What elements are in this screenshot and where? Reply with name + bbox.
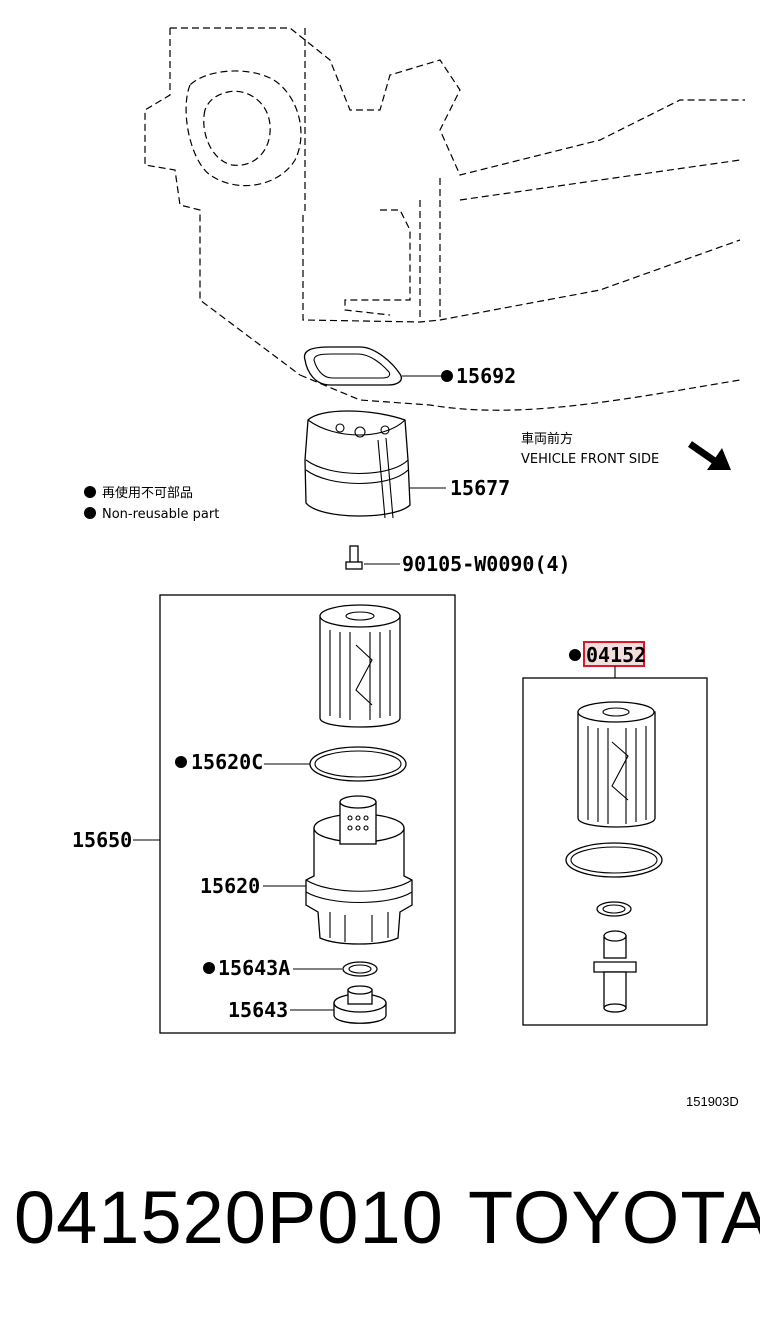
legend-japanese: 再使用不可部品 [102,485,193,501]
label-04152[interactable]: 04152 [586,643,646,667]
label-15620c[interactable]: 15620C [191,750,263,774]
label-15650[interactable]: 15650 [72,828,132,852]
oil-pan-gasket-part [303,346,453,386]
kit-small-o-ring-part [596,901,632,917]
label-90105-w0090[interactable]: 90105-W0090(4) [402,552,571,576]
parts-diagram: 15692 15677 90105-W0090(4) 車両前方 VEHICLE … [72,27,745,1109]
label-15692[interactable]: 15692 [456,364,516,388]
drain-plug-gasket-part [342,961,378,977]
filter-o-ring-part [309,746,407,782]
non-reusable-dot [203,962,215,974]
legend-english: Non-reusable part [102,507,219,522]
footer-caption: 041520P010 TOYOTA [0,1175,760,1295]
label-15643a[interactable]: 15643A [218,956,290,980]
part-number-highlight [583,641,645,667]
oil-filter-adapter-part [304,410,446,519]
bolt-part [345,545,400,570]
non-reusable-dot [569,649,581,661]
front-direction-japanese: 車両前方 [521,431,573,447]
brand-name: TOYOTA [468,1176,760,1259]
filter-assembly-frame [159,594,456,1034]
non-reusable-dot [175,756,187,768]
kit-drain-valve-part [593,930,637,1013]
legend: 再使用不可部品 Non-reusable part [84,485,219,522]
part-number: 041520P010 [14,1176,444,1259]
drain-plug-part [290,985,387,1024]
element-kit-frame [522,677,708,1026]
engine-block-outline [144,27,745,411]
legend-dot-icon [84,507,96,519]
filter-cap-part [263,795,413,945]
label-15677[interactable]: 15677 [450,476,510,500]
front-direction-english: VEHICLE FRONT SIDE [521,452,659,467]
label-15643[interactable]: 15643 [228,998,288,1022]
non-reusable-dot [441,370,453,382]
kit-filter-element-part [577,701,656,828]
kit-o-ring-part [565,842,663,878]
illustration-code: 151903D [686,1094,739,1109]
filter-element-part [319,604,401,728]
label-15620[interactable]: 15620 [200,874,260,898]
legend-dot-icon [84,486,96,498]
front-direction-arrow-icon [688,441,731,470]
